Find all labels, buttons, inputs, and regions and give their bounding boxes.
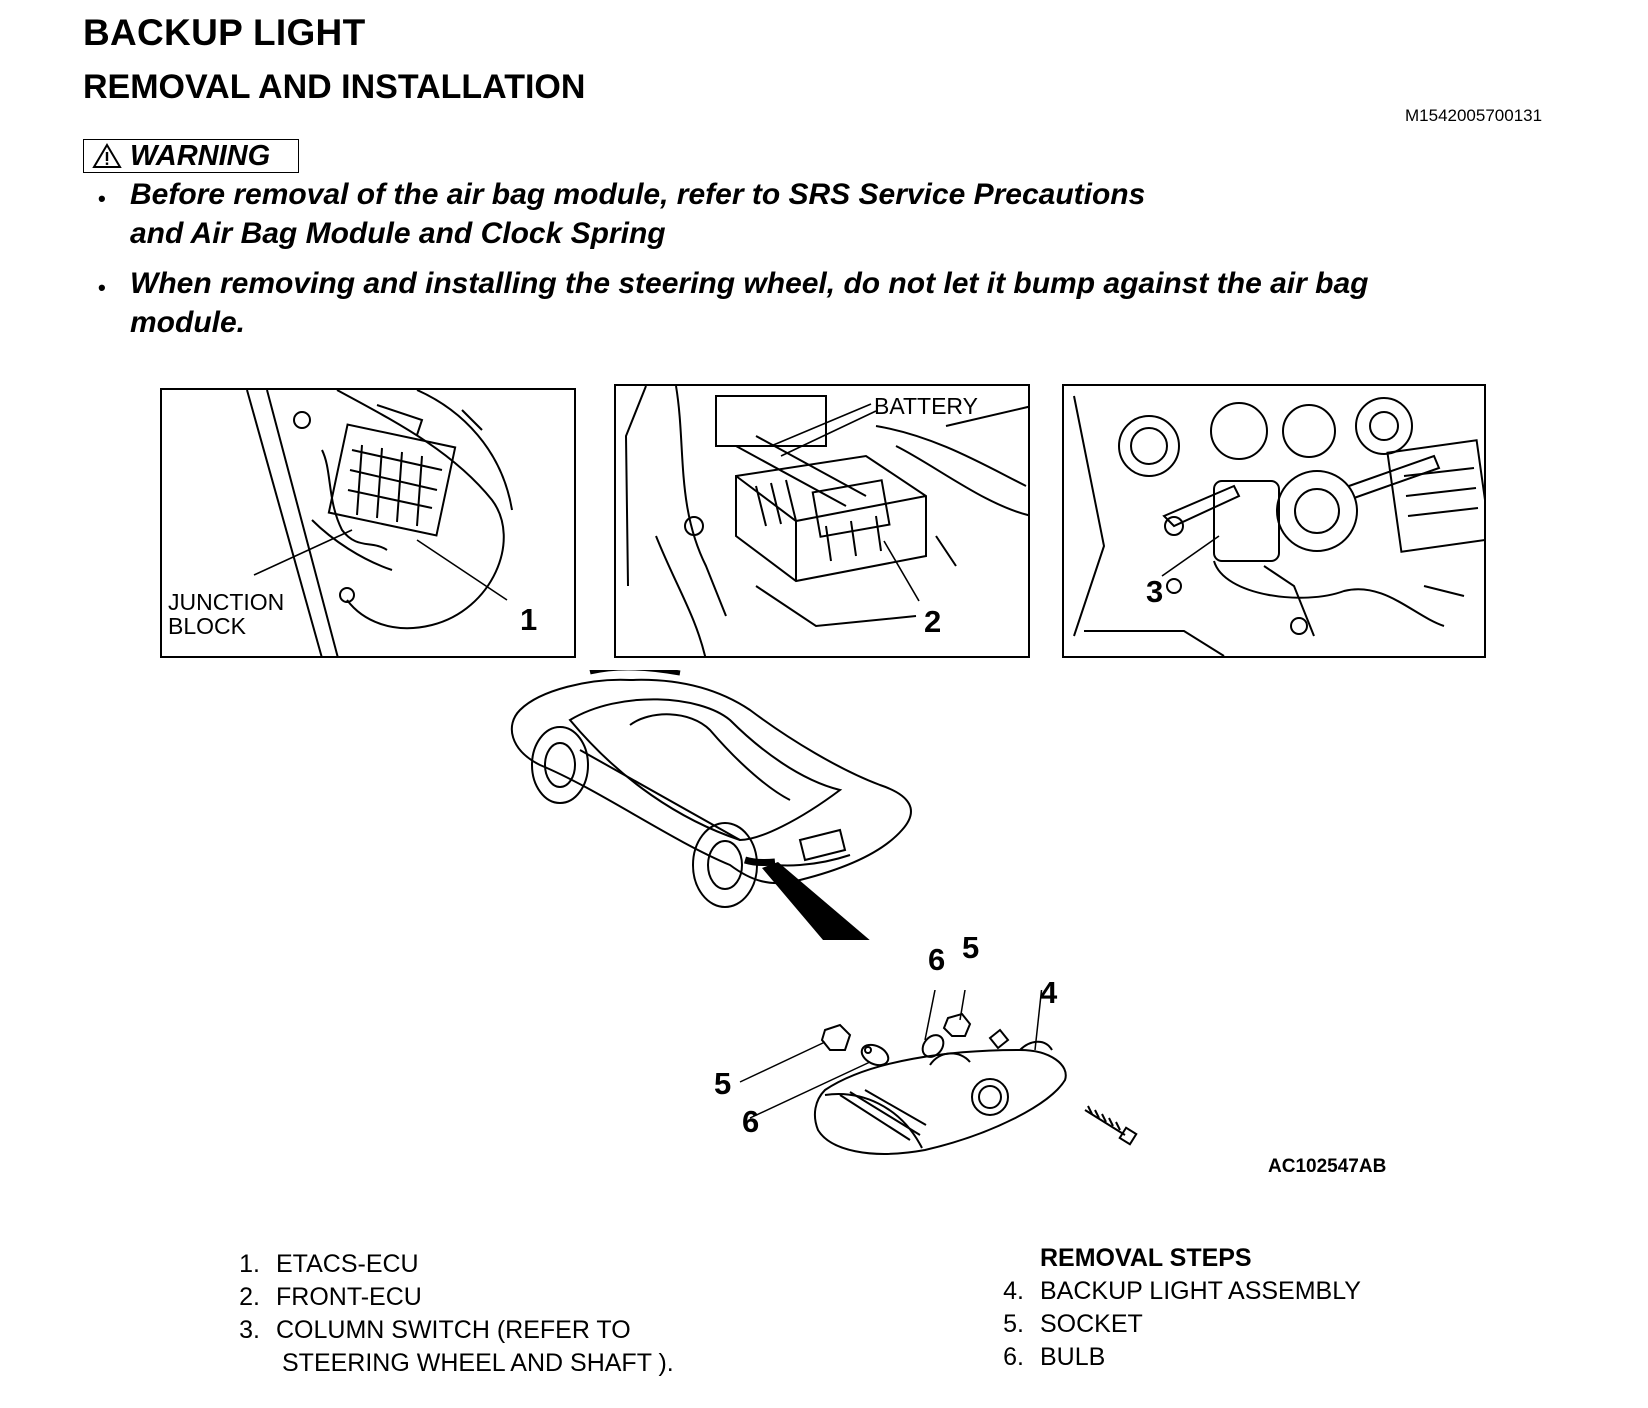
junction-block-label: JUNCTION BLOCK	[168, 589, 285, 639]
bullet-icon: •	[98, 186, 106, 211]
callout-5-lower: 5	[714, 1066, 732, 1101]
page-subtitle: REMOVAL AND INSTALLATION	[83, 68, 586, 106]
removal-steps: REMOVAL STEPS 4.BACKUP LIGHT ASSEMBLY 5.…	[976, 1242, 1361, 1374]
backup-light-assembly-illustration	[739, 990, 1138, 1155]
legend-item: 1.ETACS-ECU	[239, 1250, 419, 1278]
junction-block-illustration	[246, 390, 513, 656]
vehicle-illustration	[510, 670, 912, 940]
junction-block-panel: JUNCTION BLOCK 1	[160, 388, 576, 658]
column-switch-illustration	[1073, 395, 1484, 656]
legend-item: 3.COLUMN SWITCH (REFER TO	[239, 1316, 631, 1344]
removal-step-item: 6.BULB	[1003, 1343, 1106, 1371]
legend-item-continuation: STEERING WHEEL AND SHAFT ).	[282, 1349, 674, 1377]
callout-4: 4	[1040, 975, 1058, 1010]
callout-6-lower: 6	[742, 1104, 760, 1139]
legend-item: 2.FRONT-ECU	[239, 1283, 422, 1311]
warning-item-2: When removing and installing the steerin…	[130, 267, 1369, 339]
battery-label: BATTERY	[874, 393, 978, 419]
callout-1: 1	[520, 602, 538, 637]
removal-step-item: 5.SOCKET	[1003, 1310, 1143, 1338]
figure-id: AC102547AB	[1268, 1156, 1387, 1177]
warning-item-1: Before removal of the air bag module, re…	[130, 178, 1146, 250]
removal-step-item: 4.BACKUP LIGHT ASSEMBLY	[1003, 1277, 1361, 1305]
callout-2: 2	[924, 604, 942, 639]
removal-steps-title: REMOVAL STEPS	[1040, 1244, 1252, 1272]
warning-label: WARNING	[83, 139, 299, 173]
bullet-icon: •	[98, 275, 106, 300]
column-switch-panel: 3	[1062, 384, 1486, 658]
callout-6-upper: 6	[928, 942, 946, 977]
front-ecu-panel: BATTERY 2	[614, 384, 1030, 658]
front-ecu-illustration	[624, 386, 1028, 656]
page-title: BACKUP LIGHT	[83, 12, 366, 53]
warning-label-text: WARNING	[130, 139, 271, 172]
callout-5-upper: 5	[962, 930, 980, 965]
warning-triangle-icon	[92, 143, 122, 168]
callout-3: 3	[1146, 574, 1164, 609]
component-legend: 1.ETACS-ECU 2.FRONT-ECU 3.COLUMN SWITCH …	[212, 1248, 674, 1380]
document-id: M1542005700131	[1405, 106, 1543, 125]
